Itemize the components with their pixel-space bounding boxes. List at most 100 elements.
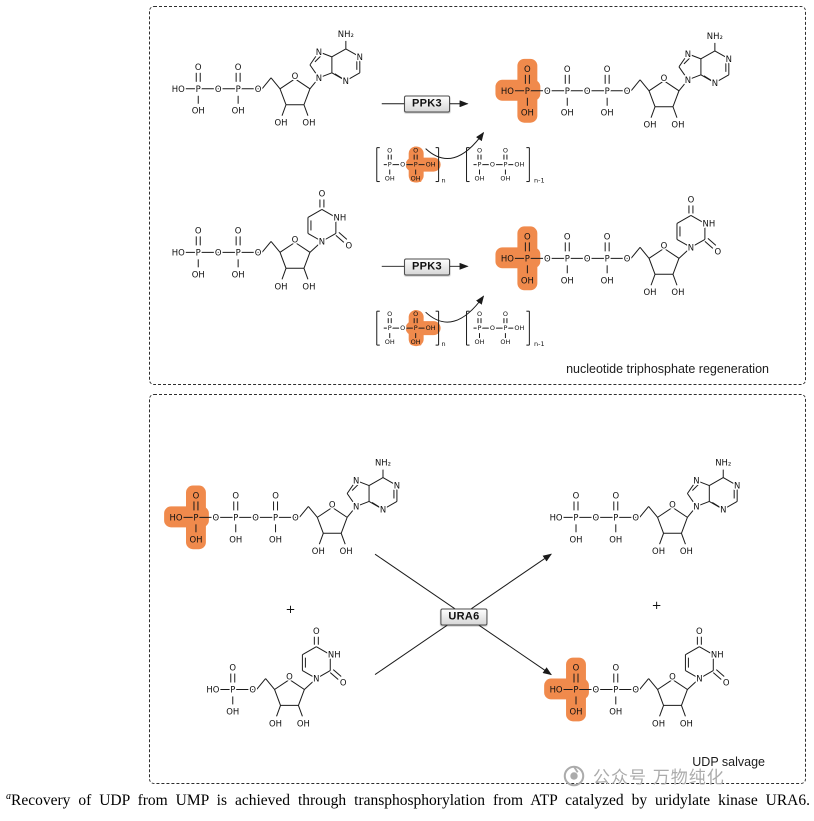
svg-text:OH: OH — [232, 106, 245, 116]
panel-caption-regeneration: nucleotide triphosphate regeneration — [566, 362, 769, 376]
svg-text:O: O — [413, 147, 418, 155]
svg-text:O: O — [604, 231, 611, 241]
svg-text:HO: HO — [172, 84, 185, 94]
svg-text:O: O — [524, 64, 531, 74]
svg-text:P: P — [478, 161, 482, 169]
svg-text:O: O — [255, 247, 262, 257]
svg-text:O: O — [604, 64, 611, 74]
svg-text:OH: OH — [340, 546, 353, 556]
svg-text:O: O — [213, 512, 220, 522]
svg-text:n-1: n-1 — [534, 340, 545, 348]
svg-text:N: N — [316, 47, 322, 57]
svg-text:NH₂: NH₂ — [375, 458, 391, 468]
svg-text:NH₂: NH₂ — [338, 29, 354, 39]
svg-text:OH: OH — [609, 534, 622, 544]
svg-text:OH: OH — [385, 338, 395, 346]
svg-text:OH: OH — [229, 534, 242, 544]
svg-text:O: O — [715, 246, 722, 256]
svg-text:OH: OH — [302, 118, 315, 128]
svg-text:O: O — [215, 84, 222, 94]
svg-text:N: N — [726, 54, 732, 64]
svg-text:OH: OH — [601, 275, 614, 285]
svg-text:O: O — [503, 147, 508, 155]
svg-text:O: O — [249, 684, 256, 694]
svg-text:N: N — [353, 476, 359, 486]
svg-text:OH: OH — [189, 534, 202, 544]
svg-text:O: O — [624, 86, 631, 96]
svg-text:OH: OH — [192, 269, 205, 279]
svg-text:O: O — [400, 324, 405, 332]
svg-text:O: O — [544, 253, 551, 263]
svg-text:N: N — [693, 476, 699, 486]
svg-text:OH: OH — [269, 534, 282, 544]
watermark-text: 公众号 万物纯化 — [593, 768, 725, 787]
svg-text:OH: OH — [644, 120, 657, 130]
svg-text:O: O — [688, 194, 695, 204]
svg-text:OH: OH — [644, 287, 657, 297]
svg-text:NH: NH — [334, 212, 347, 222]
svg-text:P: P — [414, 161, 418, 169]
svg-text:n: n — [442, 340, 446, 348]
watermark: 公众号 万物纯化 — [562, 763, 725, 788]
svg-text:NH₂: NH₂ — [715, 458, 731, 468]
svg-text:O: O — [723, 678, 730, 688]
figure-note-superscript: a — [6, 791, 11, 802]
enzyme-label-ura6: URA6 — [440, 608, 488, 626]
svg-text:OH: OH — [561, 275, 574, 285]
svg-text:OH: OH — [475, 338, 485, 346]
svg-text:N: N — [688, 242, 694, 252]
svg-text:NH: NH — [711, 650, 724, 660]
svg-text:O: O — [235, 225, 242, 235]
svg-text:OH: OH — [192, 106, 205, 116]
svg-text:O: O — [252, 512, 259, 522]
svg-text:P: P — [236, 84, 241, 94]
svg-text:P: P — [388, 161, 392, 169]
svg-text:P: P — [605, 253, 610, 263]
svg-text:OH: OH — [671, 287, 684, 297]
svg-text:N: N — [720, 504, 726, 514]
svg-text:P: P — [233, 512, 238, 522]
svg-text:OH: OH — [521, 275, 534, 285]
svg-text:O: O — [524, 231, 531, 241]
svg-text:N: N — [313, 674, 319, 684]
svg-text:+: + — [285, 602, 295, 616]
svg-text:O: O — [340, 678, 347, 688]
svg-text:OH: OH — [680, 546, 693, 556]
svg-text:P: P — [573, 684, 578, 694]
aperture-icon — [563, 765, 585, 786]
enzyme-label-text: URA6 — [448, 610, 480, 623]
svg-text:P: P — [196, 247, 201, 257]
svg-text:O: O — [292, 512, 299, 522]
svg-text:OH: OH — [411, 175, 421, 183]
svg-text:OH: OH — [500, 175, 510, 183]
enzyme-label-text: PPK3 — [412, 97, 442, 110]
svg-text:OH: OH — [269, 718, 282, 728]
svg-text:O: O — [624, 253, 631, 263]
svg-text:O: O — [387, 310, 392, 318]
svg-text:O: O — [573, 663, 580, 673]
svg-text:P: P — [503, 161, 507, 169]
svg-text:NH₂: NH₂ — [707, 31, 723, 41]
svg-text:OH: OH — [312, 546, 325, 556]
svg-text:OH: OH — [426, 161, 436, 169]
svg-text:P: P — [273, 512, 278, 522]
svg-text:N: N — [353, 501, 359, 511]
svg-text:P: P — [193, 512, 198, 522]
svg-text:OH: OH — [226, 706, 239, 716]
svg-text:NH: NH — [703, 218, 716, 228]
svg-text:OH: OH — [297, 718, 310, 728]
svg-text:O: O — [413, 310, 418, 318]
svg-text:O: O — [477, 147, 482, 155]
svg-text:OH: OH — [601, 108, 614, 118]
svg-text:N: N — [357, 52, 363, 62]
enzyme-label-ppk3-adenosine: PPK3 — [404, 95, 450, 113]
svg-text:HO: HO — [501, 86, 514, 96]
svg-text:P: P — [565, 253, 570, 263]
svg-text:N: N — [696, 674, 702, 684]
svg-text:OH: OH — [561, 108, 574, 118]
svg-text:OH: OH — [680, 718, 693, 728]
panel-caption-salvage: UDP salvage — [692, 755, 765, 769]
